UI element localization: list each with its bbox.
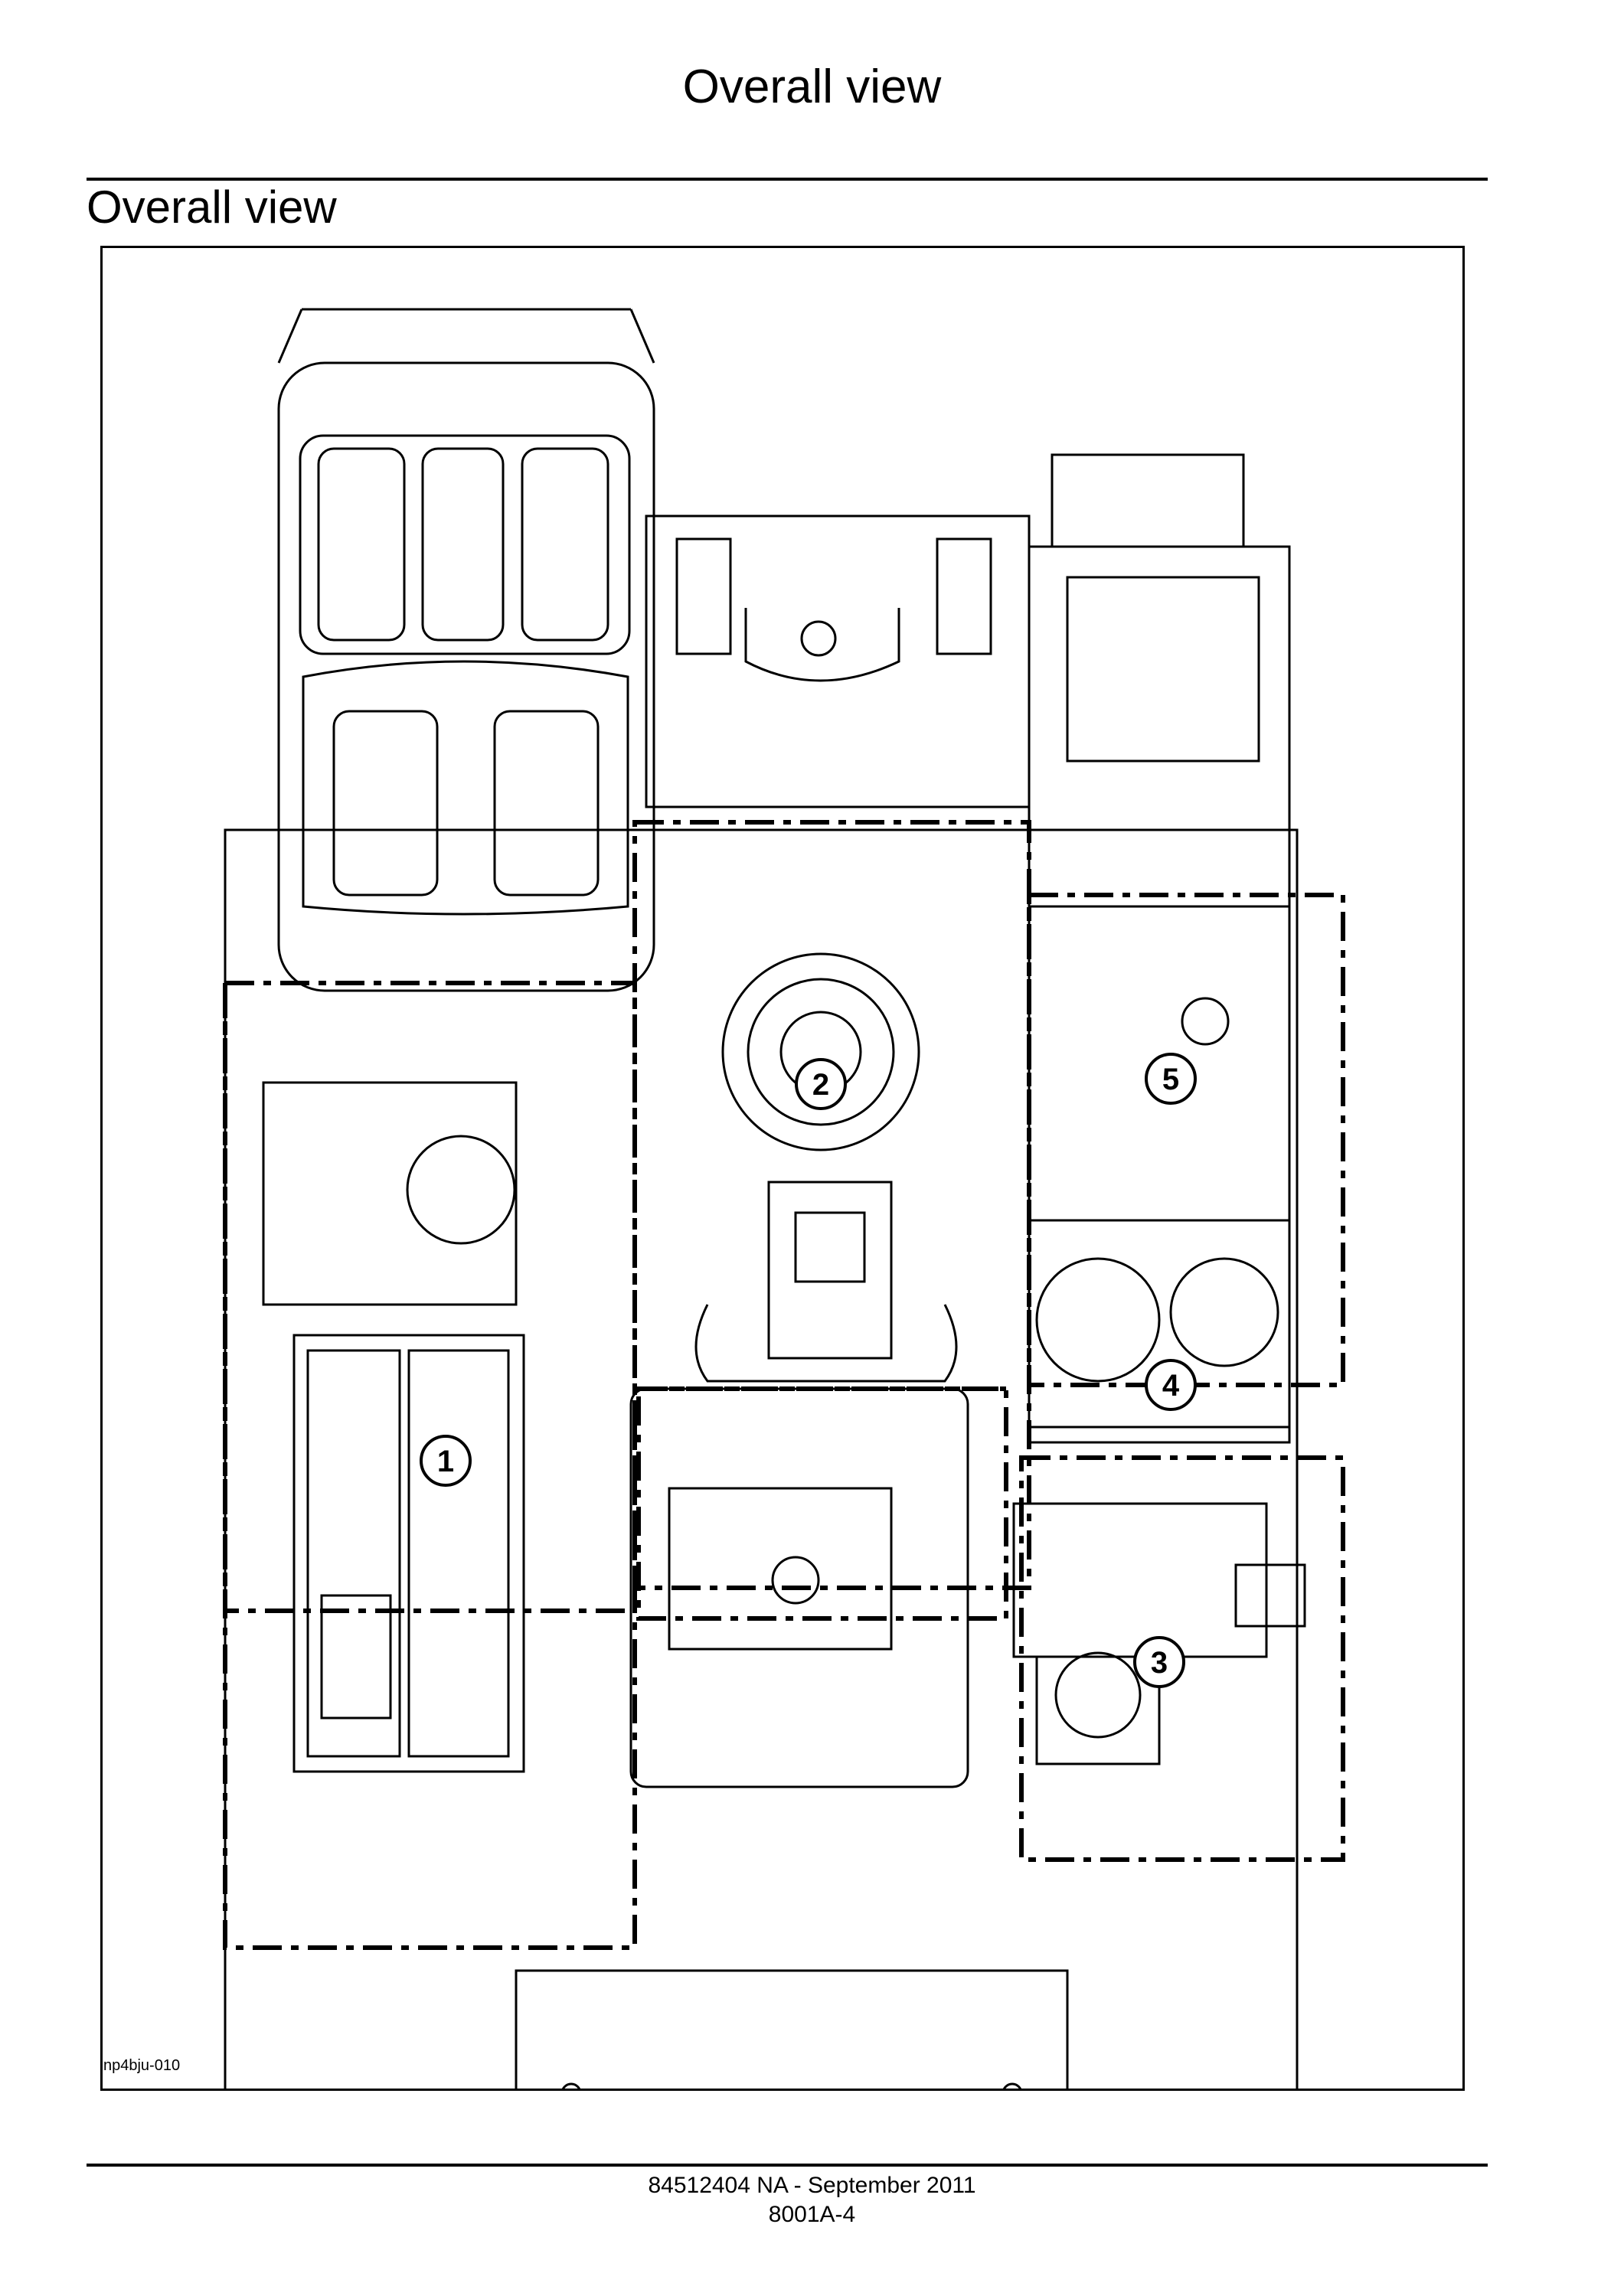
hydraulic-pump: [1012, 1502, 1306, 1765]
callout-bubble-1: [420, 1435, 472, 1487]
callout-label-4: 4: [1162, 1369, 1180, 1403]
callout-label-5: 5: [1162, 1063, 1179, 1096]
swing-motor: [721, 952, 920, 1151]
figure-frame: 1 2 3 4 5: [100, 246, 1465, 2091]
upper-right-unit: [1028, 453, 1291, 1429]
footer-doc-ref: 84512404 NA - September 2011: [648, 2173, 976, 2198]
callout-regions: [223, 820, 1345, 1862]
control-valve: [694, 1181, 958, 1383]
machine-top-view-drawing: 1 2 3 4 5: [223, 308, 1345, 2089]
header-rule: [87, 178, 1488, 181]
callout-label-1: 1: [437, 1445, 454, 1478]
fuel-tank: [1028, 1219, 1291, 1444]
callout-label-3: 3: [1151, 1646, 1168, 1680]
callout-bubbles: [420, 1053, 1197, 1688]
footer-rule: [87, 2164, 1488, 2167]
boom-mount: [645, 514, 1031, 808]
footer-page-ref: 8001A-4: [768, 2202, 856, 2227]
callout-bubble-4: [1145, 1359, 1197, 1411]
callout-region-paths: [223, 983, 1006, 1950]
air-filter: [262, 1081, 518, 1306]
page-title: Overall view: [682, 60, 942, 113]
callout-bubble-2: [795, 1058, 847, 1110]
figure-id: np4bju-010: [103, 2057, 181, 2074]
radiator: [292, 1334, 525, 1773]
callout-bubble-3: [1133, 1636, 1185, 1688]
callout-bubble-5: [1145, 1053, 1197, 1105]
callout-label-2: 2: [812, 1068, 829, 1102]
cab-outline: [277, 308, 655, 992]
section-title: Overall view: [87, 181, 337, 233]
